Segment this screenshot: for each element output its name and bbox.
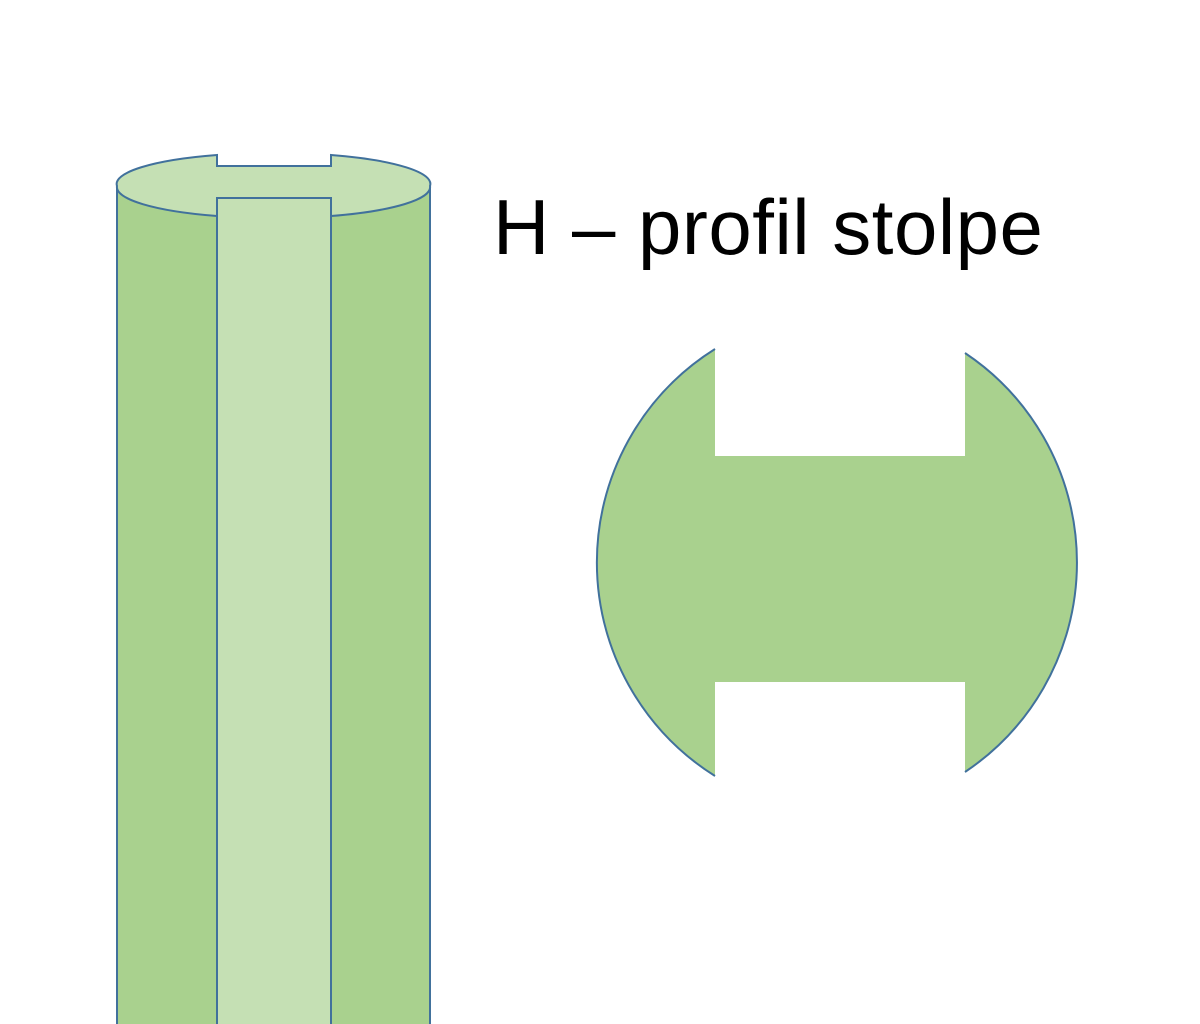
cross-section-outline-left xyxy=(595,348,716,777)
diagram-title: H – profil stolpe xyxy=(493,183,1044,271)
post-groove xyxy=(216,197,332,1024)
cross-section-shape xyxy=(596,349,1077,776)
cross-section-outline-right xyxy=(964,352,1078,773)
post xyxy=(115,153,432,1024)
h-profile-cross-section xyxy=(595,348,1078,777)
